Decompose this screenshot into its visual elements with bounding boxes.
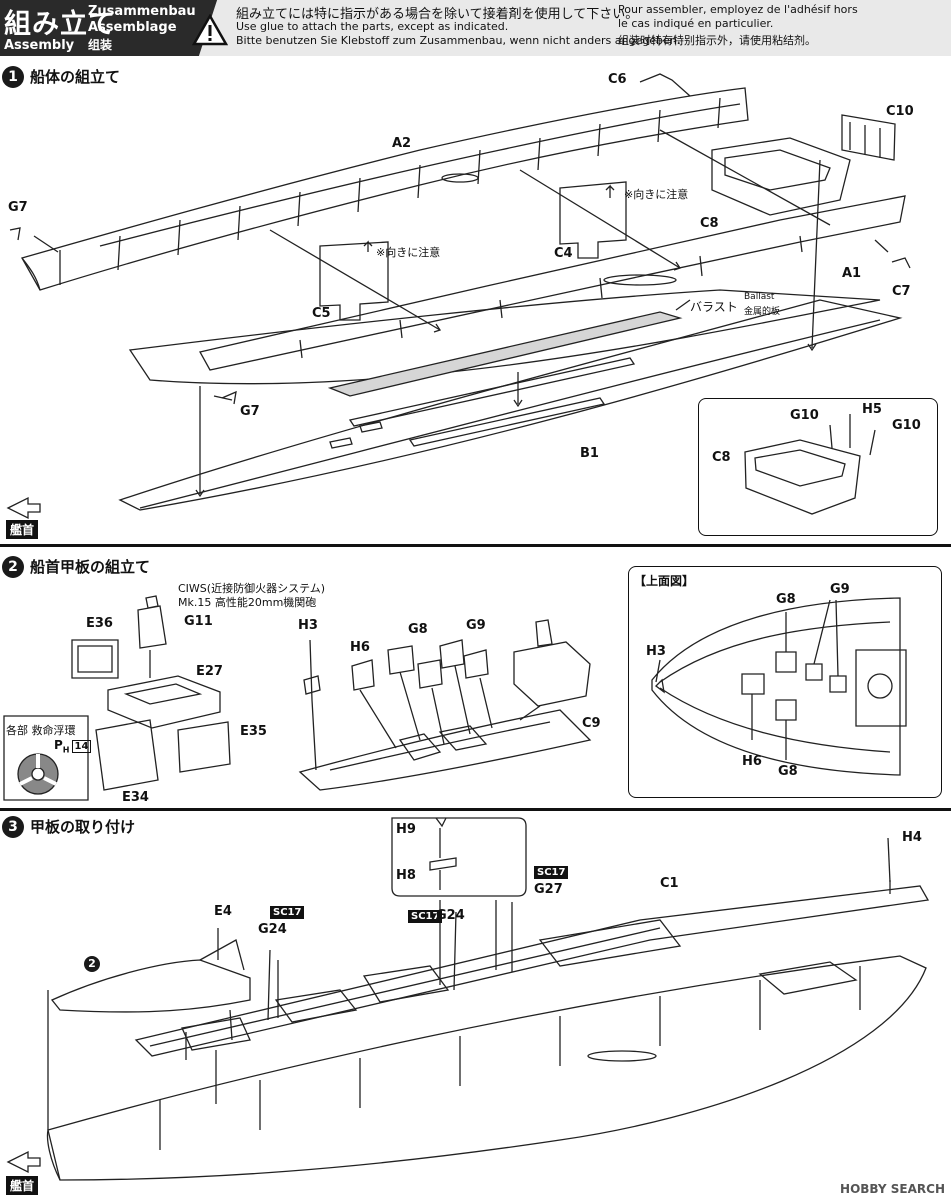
inset-label-h5: H5 — [862, 402, 882, 417]
label-h8: H8 — [396, 868, 416, 883]
ballast-ja: バラスト — [690, 300, 738, 314]
note-ja: 組み立てには特に指示がある場合を除いて接着剤を使用して下さい。 — [236, 7, 639, 22]
note-en: Use glue to attach the parts, except as … — [236, 20, 509, 33]
label-c1: C1 — [660, 876, 679, 891]
step-1-title: 船体の組立て — [30, 68, 121, 86]
sc17-badge-left: SC17 — [270, 906, 305, 919]
top-view-label-h6: H6 — [742, 754, 762, 769]
warning-icon — [192, 14, 228, 46]
label-c9: C9 — [582, 716, 601, 731]
label-b1: B1 — [580, 446, 599, 461]
divider-2 — [0, 808, 951, 811]
label-e35: E35 — [240, 724, 267, 739]
top-view-label-h3: H3 — [646, 644, 666, 659]
paint-code-number: 14 — [71, 740, 92, 753]
note-c4: ※向きに注意 — [624, 188, 689, 201]
ballast-zh: 金属的板 — [744, 307, 781, 317]
label-g9: G9 — [466, 618, 486, 633]
ballast-en: Ballast — [744, 292, 775, 302]
title-en: Assembly — [4, 38, 75, 53]
bow-label-step3: 艦首 — [6, 1176, 39, 1195]
title-de: Zusammenbau — [88, 4, 196, 19]
top-view-label-g9: G9 — [830, 582, 850, 597]
label-a1: A1 — [842, 266, 862, 281]
label-c10: C10 — [886, 104, 914, 119]
step-2-number: 2 — [2, 556, 24, 578]
sc17-badge-middle: SC17 — [408, 910, 443, 923]
label-h4: H4 — [902, 830, 922, 845]
divider-1 — [0, 544, 951, 547]
label-e34: E34 — [122, 790, 149, 805]
label-c5: C5 — [312, 306, 331, 321]
label-g24-left: G24 — [258, 922, 287, 937]
label-h9: H9 — [396, 822, 416, 837]
top-view-label-g8-bottom: G8 — [778, 764, 798, 779]
label-e36: E36 — [86, 616, 113, 631]
bow-label-step1: 艦首 — [6, 520, 39, 539]
step-1-number: 1 — [2, 66, 24, 88]
label-e27: E27 — [196, 664, 223, 679]
note-fr-1: Pour assembler, employez de l'adhésif ho… — [618, 3, 858, 16]
label-h3: H3 — [298, 618, 318, 633]
inset-label-g10-right: G10 — [892, 418, 921, 433]
paint-code-sub: H — [62, 745, 70, 755]
step-3-number: 3 — [2, 816, 24, 838]
label-c6: C6 — [608, 72, 627, 87]
title-ja: 組み立て — [4, 9, 116, 40]
label-e4: E4 — [214, 904, 232, 919]
header-title-band — [0, 0, 188, 56]
note-c5: ※向きに注意 — [376, 246, 441, 259]
title-fr: Assemblage — [88, 20, 177, 35]
note-de: Bitte benutzen Sie Klebstoff zum Zusamme… — [236, 34, 681, 47]
step-2-title: 船首甲板の組立て — [30, 558, 151, 576]
inset-label-c8: C8 — [712, 450, 731, 465]
lifebuoy-note: 各部 救命浮環 — [6, 724, 76, 737]
label-c4: C4 — [554, 246, 573, 261]
watermark: HOBBY SEARCH — [840, 1182, 945, 1196]
label-g7-bottom: G7 — [240, 404, 260, 419]
step-3-title: 甲板の取り付け — [30, 818, 136, 836]
label-g27: G27 — [534, 882, 563, 897]
label-c8: C8 — [700, 216, 719, 231]
sc17-badge-right: SC17 — [534, 866, 569, 879]
inset-c8-detail — [698, 398, 938, 536]
ciws-note-1: CIWS(近接防御火器システム) — [178, 582, 326, 595]
note-zh: 组装时特有特别指示外，请使用粘结剂。 — [618, 34, 816, 47]
inset-label-g10-left: G10 — [790, 408, 819, 423]
step-2-reference: 2 — [84, 956, 100, 972]
label-c7: C7 — [892, 284, 911, 299]
top-view-title: 【上面図】 — [634, 574, 695, 588]
top-view-label-g8-top: G8 — [776, 592, 796, 607]
label-a2: A2 — [392, 136, 412, 151]
label-g7-left: G7 — [8, 200, 28, 215]
title-zh: 组装 — [88, 38, 113, 52]
ciws-note-2: Mk.15 高性能20mm機関砲 — [178, 596, 317, 609]
label-g8: G8 — [408, 622, 428, 637]
note-fr-2: le cas indiqué en particulier. — [618, 17, 774, 30]
label-g24-middle: G24 — [436, 908, 465, 923]
paint-code-letter: P — [54, 738, 63, 752]
header-notes-band — [188, 0, 951, 56]
inset-top-view — [628, 566, 942, 798]
label-g11: G11 — [184, 614, 213, 629]
label-h6: H6 — [350, 640, 370, 655]
